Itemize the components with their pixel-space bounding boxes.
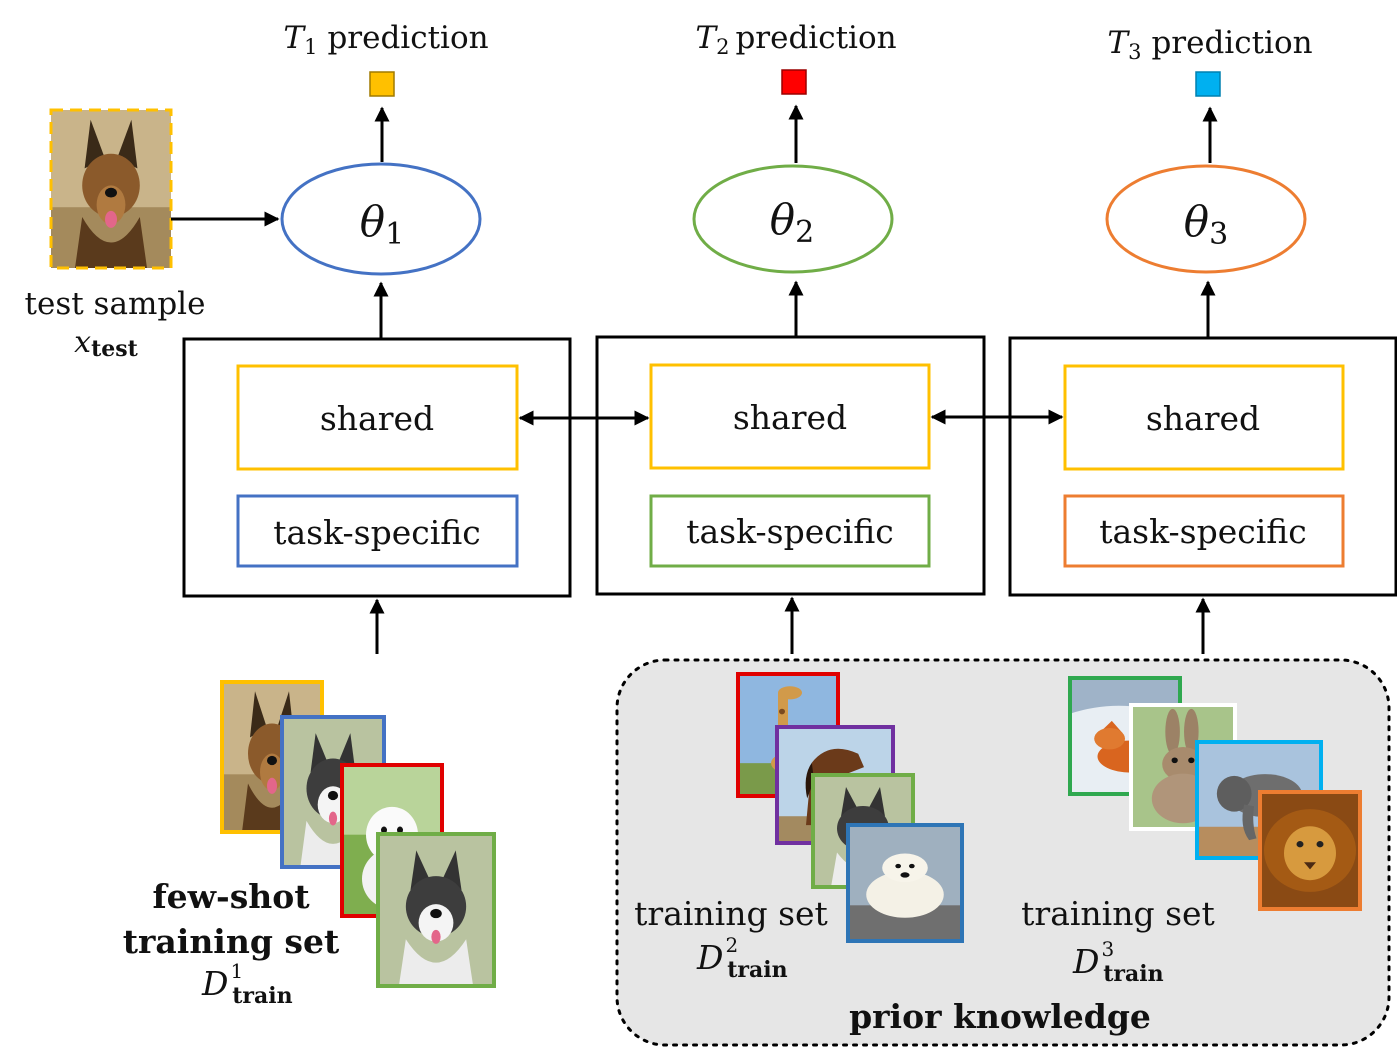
prediction-1-square [369,71,395,97]
svg-text:θ2: θ2 [770,195,814,250]
svg-text:shared: shared [733,398,847,437]
training-set-2-label: training set [634,894,828,933]
test-sample: test sample xtest [25,108,206,362]
svg-text:shared: shared [320,399,434,438]
model-theta-3: θ3 [1105,164,1307,274]
task-box-3: shared task-specific [1008,336,1397,597]
test-sample-label: test sample [25,286,206,322]
task-specific-module-3 [1063,494,1345,568]
model-theta-1: θ1 [280,162,482,276]
fewshot-images [220,680,496,988]
training-set-3-label: training set [1021,894,1215,933]
fewshot-line2: training set [123,922,340,961]
test-sample-var: xtest [74,325,138,362]
svg-text:task-specific: task-specific [686,512,894,551]
svg-text:θ1: θ1 [360,197,404,252]
prediction-3-square [1195,71,1221,97]
svg-text:θ3: θ3 [1184,197,1228,252]
shared-module-1 [236,364,519,471]
test-sample-frame [49,108,173,270]
shared-module-3 [1063,364,1345,471]
prior-knowledge-label: prior knowledge [849,997,1151,1036]
husky-puppy-photo [378,834,494,986]
task-box-1: shared task-specific [182,337,572,598]
lion-photo [1260,792,1360,909]
fewshot-line1: few-shot [152,877,310,916]
task-specific-module-1 [236,494,519,568]
task-specific-module-2 [649,494,931,568]
shared-module-2 [649,363,931,470]
training-set-2-images [736,672,964,943]
task-box-2: shared task-specific [595,335,986,596]
svg-text:task-specific: task-specific [273,513,481,552]
svg-text:task-specific: task-specific [1099,512,1307,551]
svg-text:shared: shared [1146,399,1260,438]
prediction-2-square [781,69,807,95]
polar-bear-photo [848,825,962,941]
model-theta-2: θ2 [692,164,894,274]
training-set-3-images [1068,676,1362,911]
german-shepherd-photo [51,110,171,268]
